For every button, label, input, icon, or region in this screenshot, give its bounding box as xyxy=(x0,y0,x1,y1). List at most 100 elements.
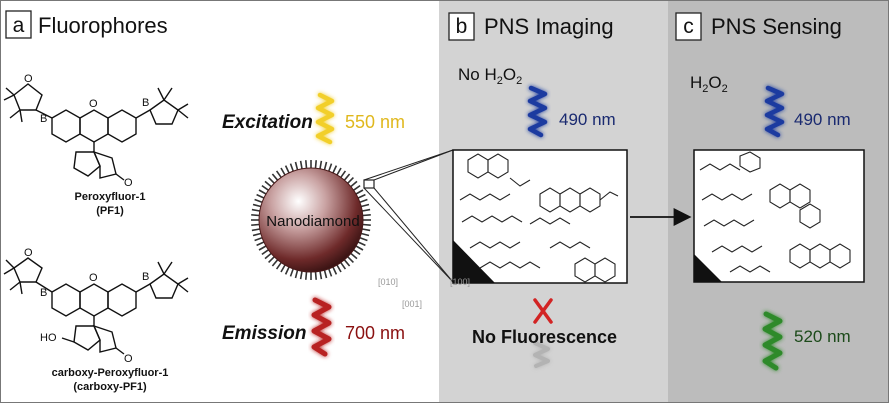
surface-ligand-spike xyxy=(261,184,269,191)
surface-ligand-spike xyxy=(251,223,260,226)
surface-ligand-spike xyxy=(332,266,338,275)
panel-b-letter: b xyxy=(456,15,468,38)
sensing-surface-zoom xyxy=(693,149,865,283)
surface-ligand-spike xyxy=(258,189,267,195)
pf1-atom-o1: O xyxy=(24,73,33,85)
pf1-atom-o3: O xyxy=(124,177,133,189)
surface-ligand-spike xyxy=(251,208,260,212)
nanodiamond: Nanodiamond xyxy=(251,160,375,280)
surface-ligand-spike xyxy=(284,165,290,174)
sensing-surface-box xyxy=(693,149,865,283)
imaging-condition-sub2: 2 xyxy=(516,75,522,87)
pf1-atom-o2: O xyxy=(89,98,98,110)
surface-ligand-spike xyxy=(275,262,282,270)
excitation-label: Excitation xyxy=(222,112,313,133)
cpf1-atom-o3: O xyxy=(124,353,133,365)
sensing-surface-chains xyxy=(699,151,851,273)
surface-ligand-spike xyxy=(275,170,282,178)
nanodiamond-label: Nanodiamond xyxy=(266,213,359,230)
surface-ligand-spike xyxy=(362,214,371,217)
surface-ligand-spike xyxy=(254,198,263,203)
surface-ligand-spike xyxy=(355,189,364,195)
sensing-emission-wave-icon xyxy=(762,311,783,371)
surface-ligand-spike xyxy=(323,161,328,170)
no-fluorescence-cross-icon xyxy=(533,298,553,324)
imaging-excitation-wavelength: 490 nm xyxy=(559,110,616,129)
emission-wave-icon xyxy=(311,297,332,357)
sensing-condition-sub2: 2 xyxy=(722,83,728,95)
surface-ligand-spike xyxy=(355,245,364,251)
surface-ligand-spike xyxy=(251,228,260,232)
surface-ligand-spike xyxy=(289,268,294,277)
sensing-surface-corner xyxy=(694,254,722,282)
excitation-wavelength: 550 nm xyxy=(345,112,405,132)
surface-ligand-spike xyxy=(361,203,370,208)
pf1-abbreviation: (PF1) xyxy=(96,205,124,217)
surface-ligand-spike xyxy=(252,232,261,237)
surface-ligand-spike xyxy=(319,160,323,169)
surface-ligand-spike xyxy=(289,163,294,172)
nanodiamond-surface-ligands xyxy=(251,160,371,280)
panel-a-letter: a xyxy=(13,14,25,37)
zoom-box xyxy=(363,179,375,189)
surface-ligand-spike xyxy=(362,228,371,232)
panel-c-title: PNS Sensing xyxy=(711,14,842,39)
surface-ligand-spike xyxy=(353,249,361,256)
surface-ligand-spike xyxy=(256,193,265,199)
panel-a-background xyxy=(1,1,439,402)
imaging-condition: No H2O2 xyxy=(458,65,522,87)
sensing-excitation-wave-icon xyxy=(764,85,785,138)
imaging-surface-chains xyxy=(459,153,619,283)
facet-label-100: [100] xyxy=(450,277,470,287)
surface-ligand-spike xyxy=(299,271,303,280)
surface-ligand-spike xyxy=(328,268,333,277)
cpf1-atom-o1: O xyxy=(24,247,33,259)
carboxy-pf1-atom-labels: O B O B HO O xyxy=(24,247,149,365)
imaging-condition-sub1: 2 xyxy=(497,75,503,87)
pf1-structure xyxy=(3,83,189,181)
sensing-emission-wavelength: 520 nm xyxy=(794,327,851,346)
surface-ligand-spike xyxy=(336,167,342,176)
cpf1-atom-ho: HO xyxy=(40,332,57,344)
surface-ligand-spike xyxy=(340,170,347,178)
facet-label-010: [010] xyxy=(378,277,398,287)
facet-label-001: [001] xyxy=(402,299,422,309)
surface-ligand-spike xyxy=(251,214,260,217)
panel-c-header: c PNS Sensing xyxy=(675,12,842,41)
surface-ligand-spike xyxy=(362,223,371,226)
sensing-condition-sub1: 2 xyxy=(702,83,708,95)
panel-b-letter-box xyxy=(448,12,475,41)
faded-emission-wave-icon xyxy=(533,341,550,368)
surface-ligand-spike xyxy=(268,256,275,263)
surface-ligand-spike xyxy=(353,184,361,191)
imaging-surface-box xyxy=(452,149,628,284)
cpf1-atom-o2: O xyxy=(89,272,98,284)
surface-ligand-spike xyxy=(299,160,303,169)
sensing-excitation-wavelength: 490 nm xyxy=(794,110,851,129)
surface-ligand-spike xyxy=(350,180,358,188)
surface-ligand-spike xyxy=(362,208,371,212)
surface-ligand-spike xyxy=(323,270,328,279)
panel-c-letter: c xyxy=(683,15,694,38)
excitation-wave-icon xyxy=(315,92,335,145)
panel-a-title: Fluorophores xyxy=(38,13,168,38)
carboxy-pf1-structure xyxy=(3,257,189,355)
surface-ligand-spike xyxy=(294,161,299,170)
sensing-condition: H2O2 xyxy=(690,73,728,95)
imaging-surface-corner xyxy=(453,240,495,283)
emission-wavelength: 700 nm xyxy=(345,323,405,343)
sensing-condition-mid: O xyxy=(708,73,721,92)
surface-ligand-spike xyxy=(280,167,286,176)
surface-ligand-spike xyxy=(347,256,354,263)
surface-ligand-spike xyxy=(359,198,368,203)
surface-ligand-spike xyxy=(264,180,272,188)
surface-ligand-spike xyxy=(258,245,267,251)
surface-ligand-spike xyxy=(332,165,338,174)
imaging-condition-text: No H2O2 xyxy=(458,65,522,87)
panel-a-header: a Fluorophores xyxy=(5,10,168,39)
cpf1-atom-b2: B xyxy=(142,271,149,283)
panel-c-letter-box xyxy=(675,12,702,41)
pf1-atom-labels: O B O B O xyxy=(24,73,149,189)
surface-ligand-spike xyxy=(359,237,368,242)
pf1-name: Peroxyfluor-1 xyxy=(75,191,146,203)
